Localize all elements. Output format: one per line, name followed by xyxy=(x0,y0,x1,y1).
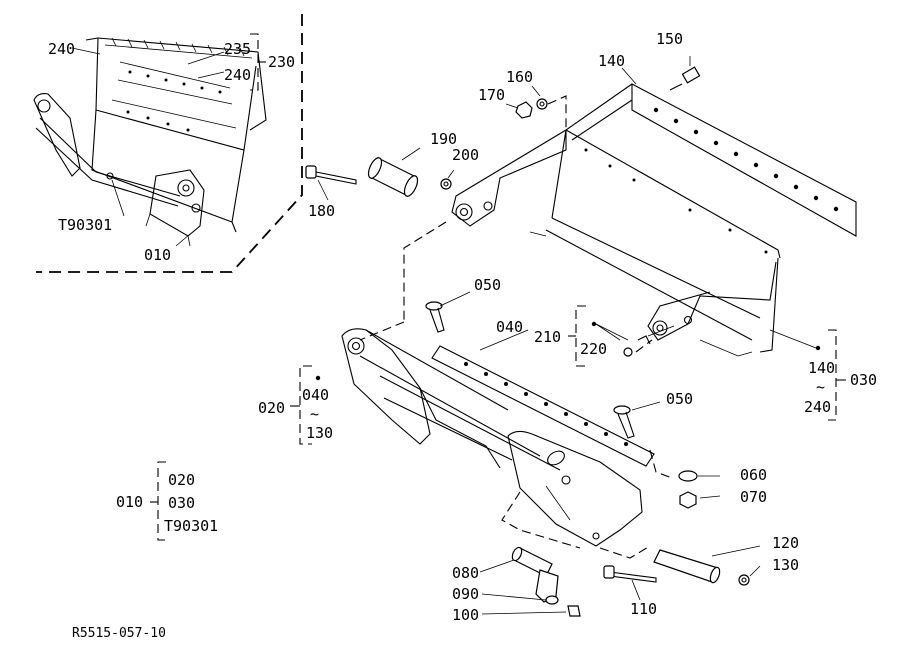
drawing-reference-number: R5515-057-10 xyxy=(72,626,166,641)
callout-T90301: T90301 xyxy=(58,216,112,234)
lower-frame-drawing xyxy=(290,291,846,617)
callout-160: 160 xyxy=(506,68,533,86)
callout-020: 020 xyxy=(258,399,285,417)
callout-tilde-right: ~ xyxy=(816,378,825,396)
upper-tray-drawing xyxy=(305,56,857,357)
callout-110: 110 xyxy=(630,600,657,618)
legend-child-030: 030 xyxy=(168,494,195,512)
callout-230: 230 xyxy=(268,53,295,71)
callout-040: 040 xyxy=(496,318,523,336)
callout-140: 140 xyxy=(598,52,625,70)
callout-180: 180 xyxy=(308,202,335,220)
callout-030: 030 xyxy=(850,371,877,389)
callout-050: 050 xyxy=(474,276,501,294)
callout-235: 235 xyxy=(224,40,251,58)
legend-parent-010: 010 xyxy=(116,493,143,511)
callout-090: 090 xyxy=(452,585,479,603)
callout-130-b: 130 xyxy=(772,556,799,574)
callout-060: 060 xyxy=(740,466,767,484)
callout-240-c: 240 xyxy=(804,398,831,416)
callout-080: 080 xyxy=(452,564,479,582)
callout-220: 220 xyxy=(580,340,607,358)
legend-child-T90301: T90301 xyxy=(164,517,218,535)
callout-010: 010 xyxy=(144,246,171,264)
callout-100: 100 xyxy=(452,606,479,624)
inset-assembly-drawing xyxy=(33,14,303,273)
callout-040-b: 040 xyxy=(302,386,329,404)
callout-070: 070 xyxy=(740,488,767,506)
legend-child-020: 020 xyxy=(168,471,195,489)
callout-190: 190 xyxy=(430,130,457,148)
callout-labels: 240 235 240 230 T90301 010 150 160 140 1… xyxy=(48,30,877,641)
callout-210: 210 xyxy=(534,328,561,346)
callout-130: 130 xyxy=(306,424,333,442)
callout-240-b: 240 xyxy=(224,66,251,84)
callout-140-b: 140 xyxy=(808,359,835,377)
callout-050-b: 050 xyxy=(666,390,693,408)
assembly-legend xyxy=(150,461,166,541)
callout-240: 240 xyxy=(48,40,75,58)
callout-120: 120 xyxy=(772,534,799,552)
callout-170: 170 xyxy=(478,86,505,104)
callout-150: 150 xyxy=(656,30,683,48)
callout-200: 200 xyxy=(452,146,479,164)
callout-tilde-left: ~ xyxy=(310,405,319,423)
